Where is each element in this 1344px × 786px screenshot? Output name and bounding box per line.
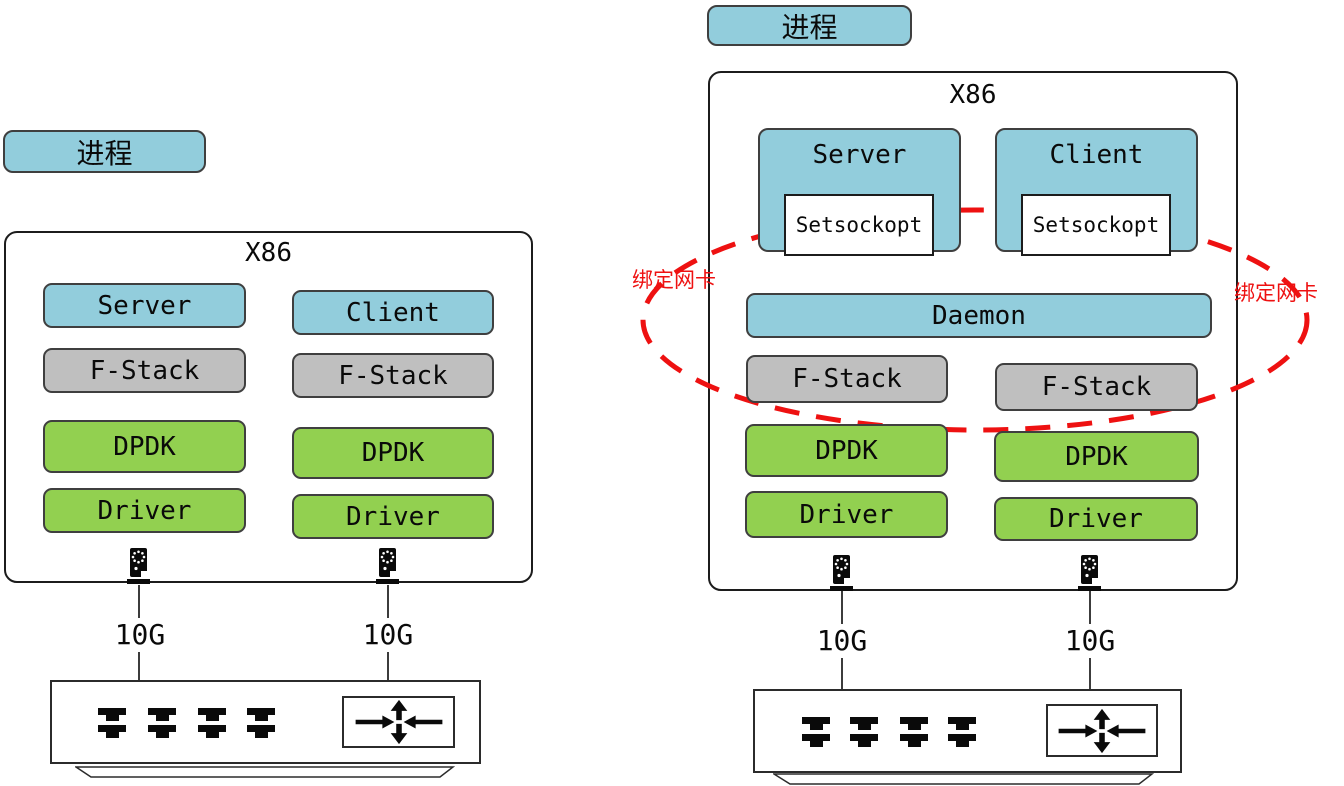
layer-box-dpdk: DPDK: [292, 427, 494, 479]
switch-box-right: [753, 689, 1182, 773]
process-badge-label: 进程: [781, 10, 838, 44]
switch-port-icon: [802, 717, 830, 747]
link-speed-label: 10G: [348, 618, 428, 652]
layer-box-driver: Driver: [292, 494, 494, 539]
host-title-left: X86: [245, 238, 292, 268]
switch-port-icon: [850, 717, 878, 747]
process-badge-left: 进程: [3, 130, 206, 173]
layer-box-dpdk: DPDK: [745, 424, 948, 477]
link-speed-label: 10G: [1050, 624, 1130, 658]
switch-port-icon: [900, 717, 928, 747]
link-speed-label: 10G: [802, 624, 882, 658]
switch-port-icon: [948, 717, 976, 747]
app-box-server-left: Server: [43, 283, 246, 328]
layer-box-fstack: F-Stack: [43, 348, 246, 393]
setsockopt-box: Setsockopt: [1021, 194, 1171, 256]
nic-icon: [375, 548, 401, 586]
layer-box-dpdk: DPDK: [994, 431, 1199, 482]
layer-box-driver: Driver: [43, 488, 246, 533]
switch-crossing-arrows-icon: [1046, 704, 1158, 757]
switch-base: [773, 773, 1154, 786]
switch-base: [75, 766, 455, 779]
daemon-box: Daemon: [746, 293, 1212, 338]
host-box-right: [708, 71, 1238, 591]
nic-icon: [829, 555, 855, 593]
process-badge-label: 进程: [76, 136, 133, 170]
bind-nic-annotation: 绑定网卡: [1234, 281, 1318, 305]
nic-icon: [1077, 555, 1103, 593]
layer-box-fstack: F-Stack: [292, 353, 494, 398]
nic-icon: [126, 548, 152, 586]
layer-box-fstack: F-Stack: [746, 355, 948, 403]
layer-box-driver: Driver: [745, 491, 948, 538]
switch-box-left: [50, 680, 481, 764]
switch-port-icon: [198, 708, 226, 738]
bind-nic-annotation: 绑定网卡: [632, 268, 716, 292]
setsockopt-box: Setsockopt: [784, 194, 934, 256]
link-speed-label: 10G: [100, 618, 180, 652]
host-box-left: [4, 231, 533, 583]
switch-port-icon: [247, 708, 275, 738]
host-title-right: X86: [949, 80, 997, 110]
switch-crossing-arrows-icon: [342, 696, 455, 748]
layer-box-dpdk: DPDK: [43, 420, 246, 473]
process-badge-right: 进程: [707, 5, 912, 46]
layer-box-driver: Driver: [994, 497, 1198, 541]
bind-nic-ellipse: [630, 200, 1325, 440]
layer-box-fstack: F-Stack: [995, 363, 1198, 411]
app-box-client-left: Client: [292, 290, 494, 335]
switch-port-icon: [148, 708, 176, 738]
switch-port-icon: [98, 708, 126, 738]
